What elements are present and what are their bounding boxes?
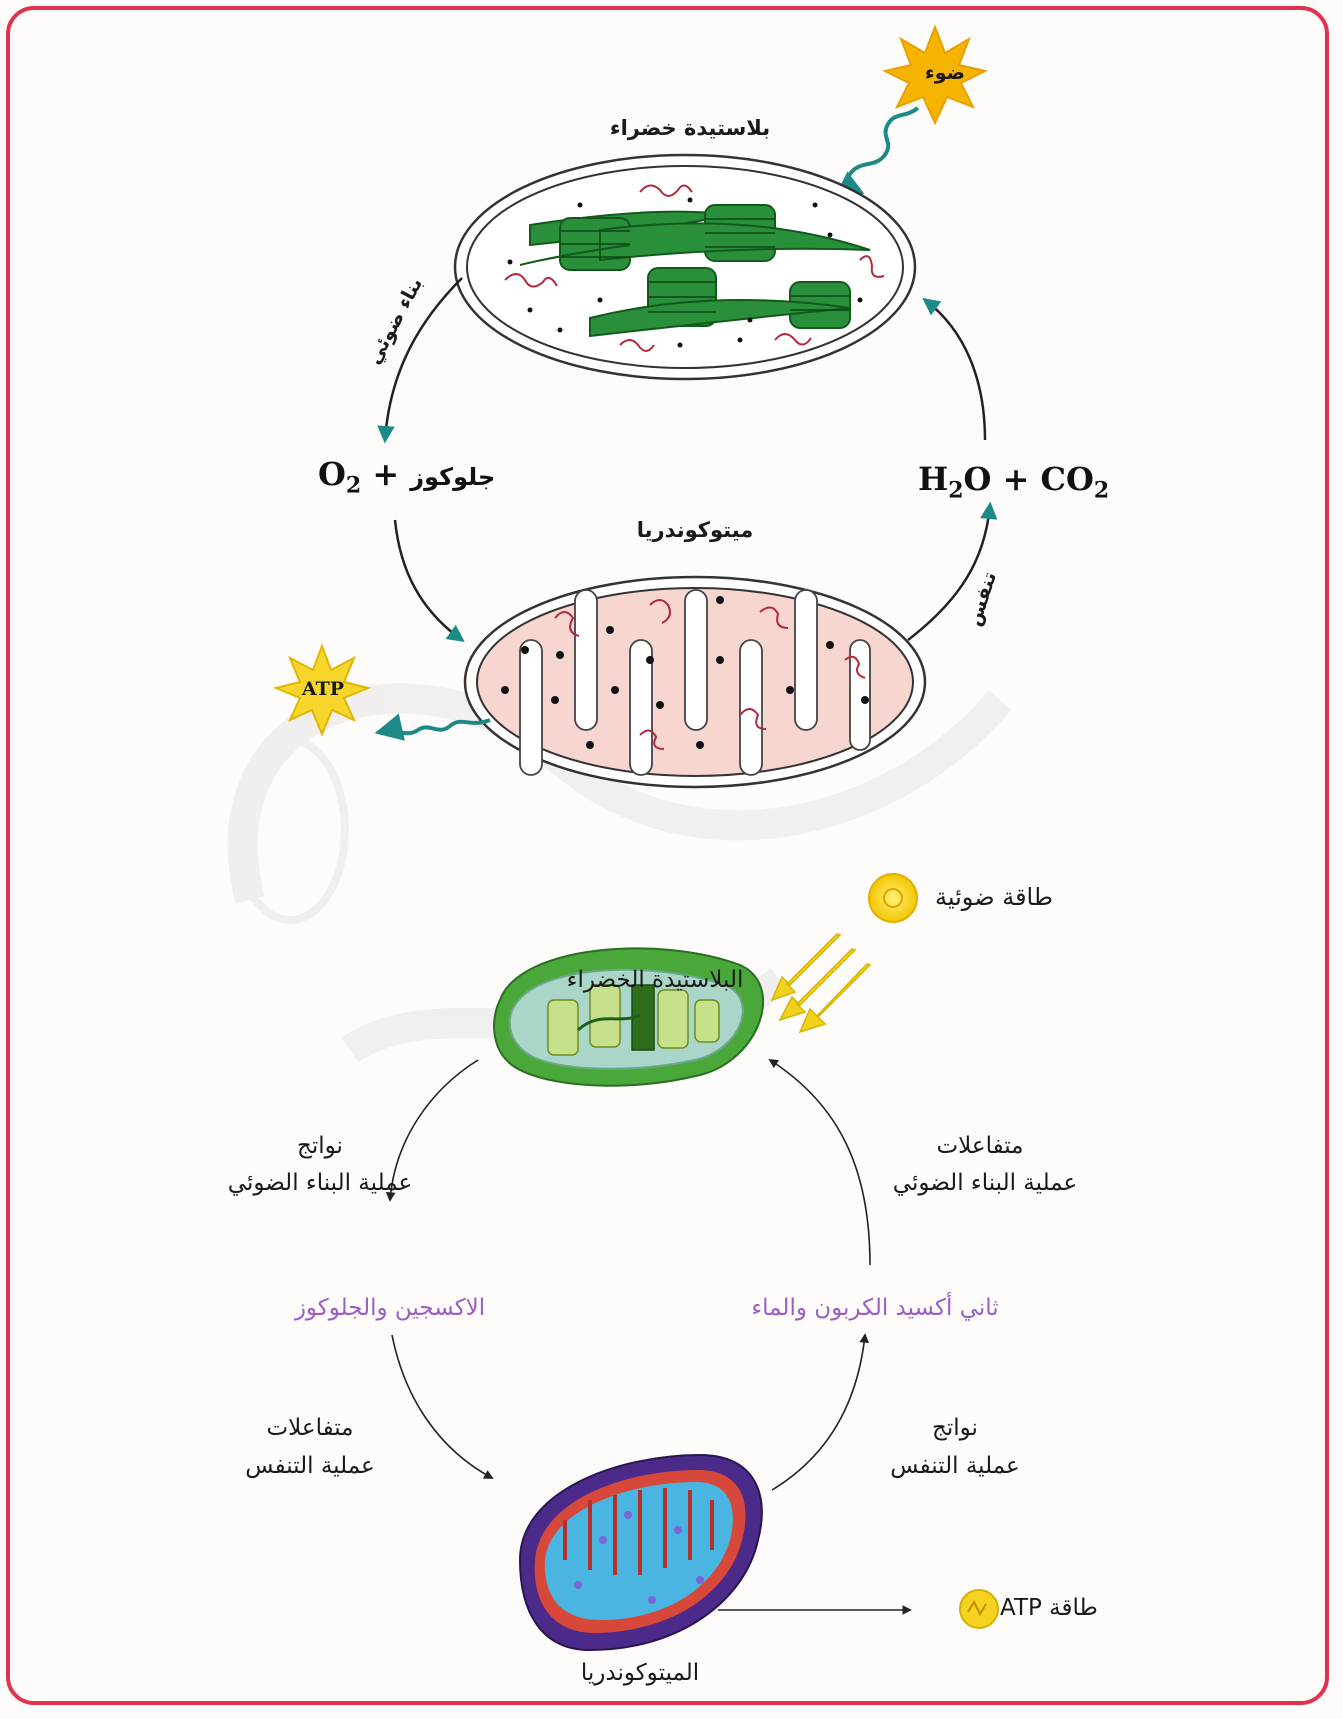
bottom-right-lower-arrow — [772, 1335, 865, 1490]
respiration-arrow — [925, 300, 985, 440]
light-rays-arrows — [772, 934, 870, 1032]
light-label: ضوء — [915, 62, 975, 84]
right-lower-line2: عملية التنفس — [855, 1453, 1055, 1479]
left-upper-line1: نواتج — [220, 1133, 420, 1159]
plus-sign: + — [372, 455, 399, 493]
left-lower-line2: عملية التنفس — [210, 1453, 410, 1479]
co2-water-label: ثاني أكسيد الكربون والماء — [740, 1295, 1010, 1321]
oxygen-glucose-label: الاكسجين والجلوكوز — [270, 1295, 510, 1321]
chloroplast-top-title: بلاستيدة خضراء — [600, 116, 780, 140]
left-lower-line1: متفاعلات — [210, 1415, 410, 1441]
atp-energy-label: طاقة ATP — [1000, 1595, 1130, 1621]
glucose-to-mito-arrow — [395, 520, 462, 640]
light-energy-label: طاقة ضوئية — [935, 883, 1085, 911]
atp-label: ATP — [295, 678, 351, 700]
mitochondria-top-illustration — [465, 577, 925, 787]
glucose-label: جلوكوز — [410, 463, 495, 491]
chloroplast-bottom-title: البلاستيدة الخضراء — [530, 967, 780, 993]
h2o-co2-formula: H2O + CO2 — [918, 460, 1109, 503]
right-lower-line1: نواتج — [855, 1415, 1055, 1441]
glucose-o2-formula: O2 + جلوكوز — [318, 455, 495, 498]
mitochondria-bottom-illustration — [520, 1455, 762, 1650]
light-wave-arrow — [838, 108, 918, 196]
sun-icon — [869, 874, 917, 922]
atp-wave-arrow — [380, 720, 490, 733]
mitochondria-top-title: ميتوكوندريا — [615, 518, 775, 542]
chloroplast-top-illustration — [455, 155, 915, 379]
left-upper-line2: عملية البناء الضوئي — [190, 1170, 450, 1196]
atp-energy-icon — [960, 1590, 998, 1628]
right-upper-line1: متفاعلات — [880, 1133, 1080, 1159]
mitochondria-bottom-title: الميتوكوندريا — [540, 1660, 740, 1686]
right-upper-line2: عملية البناء الضوئي — [855, 1170, 1115, 1196]
o2-symbol: O2 — [318, 455, 361, 493]
bottom-right-upper-arrow — [770, 1060, 870, 1265]
